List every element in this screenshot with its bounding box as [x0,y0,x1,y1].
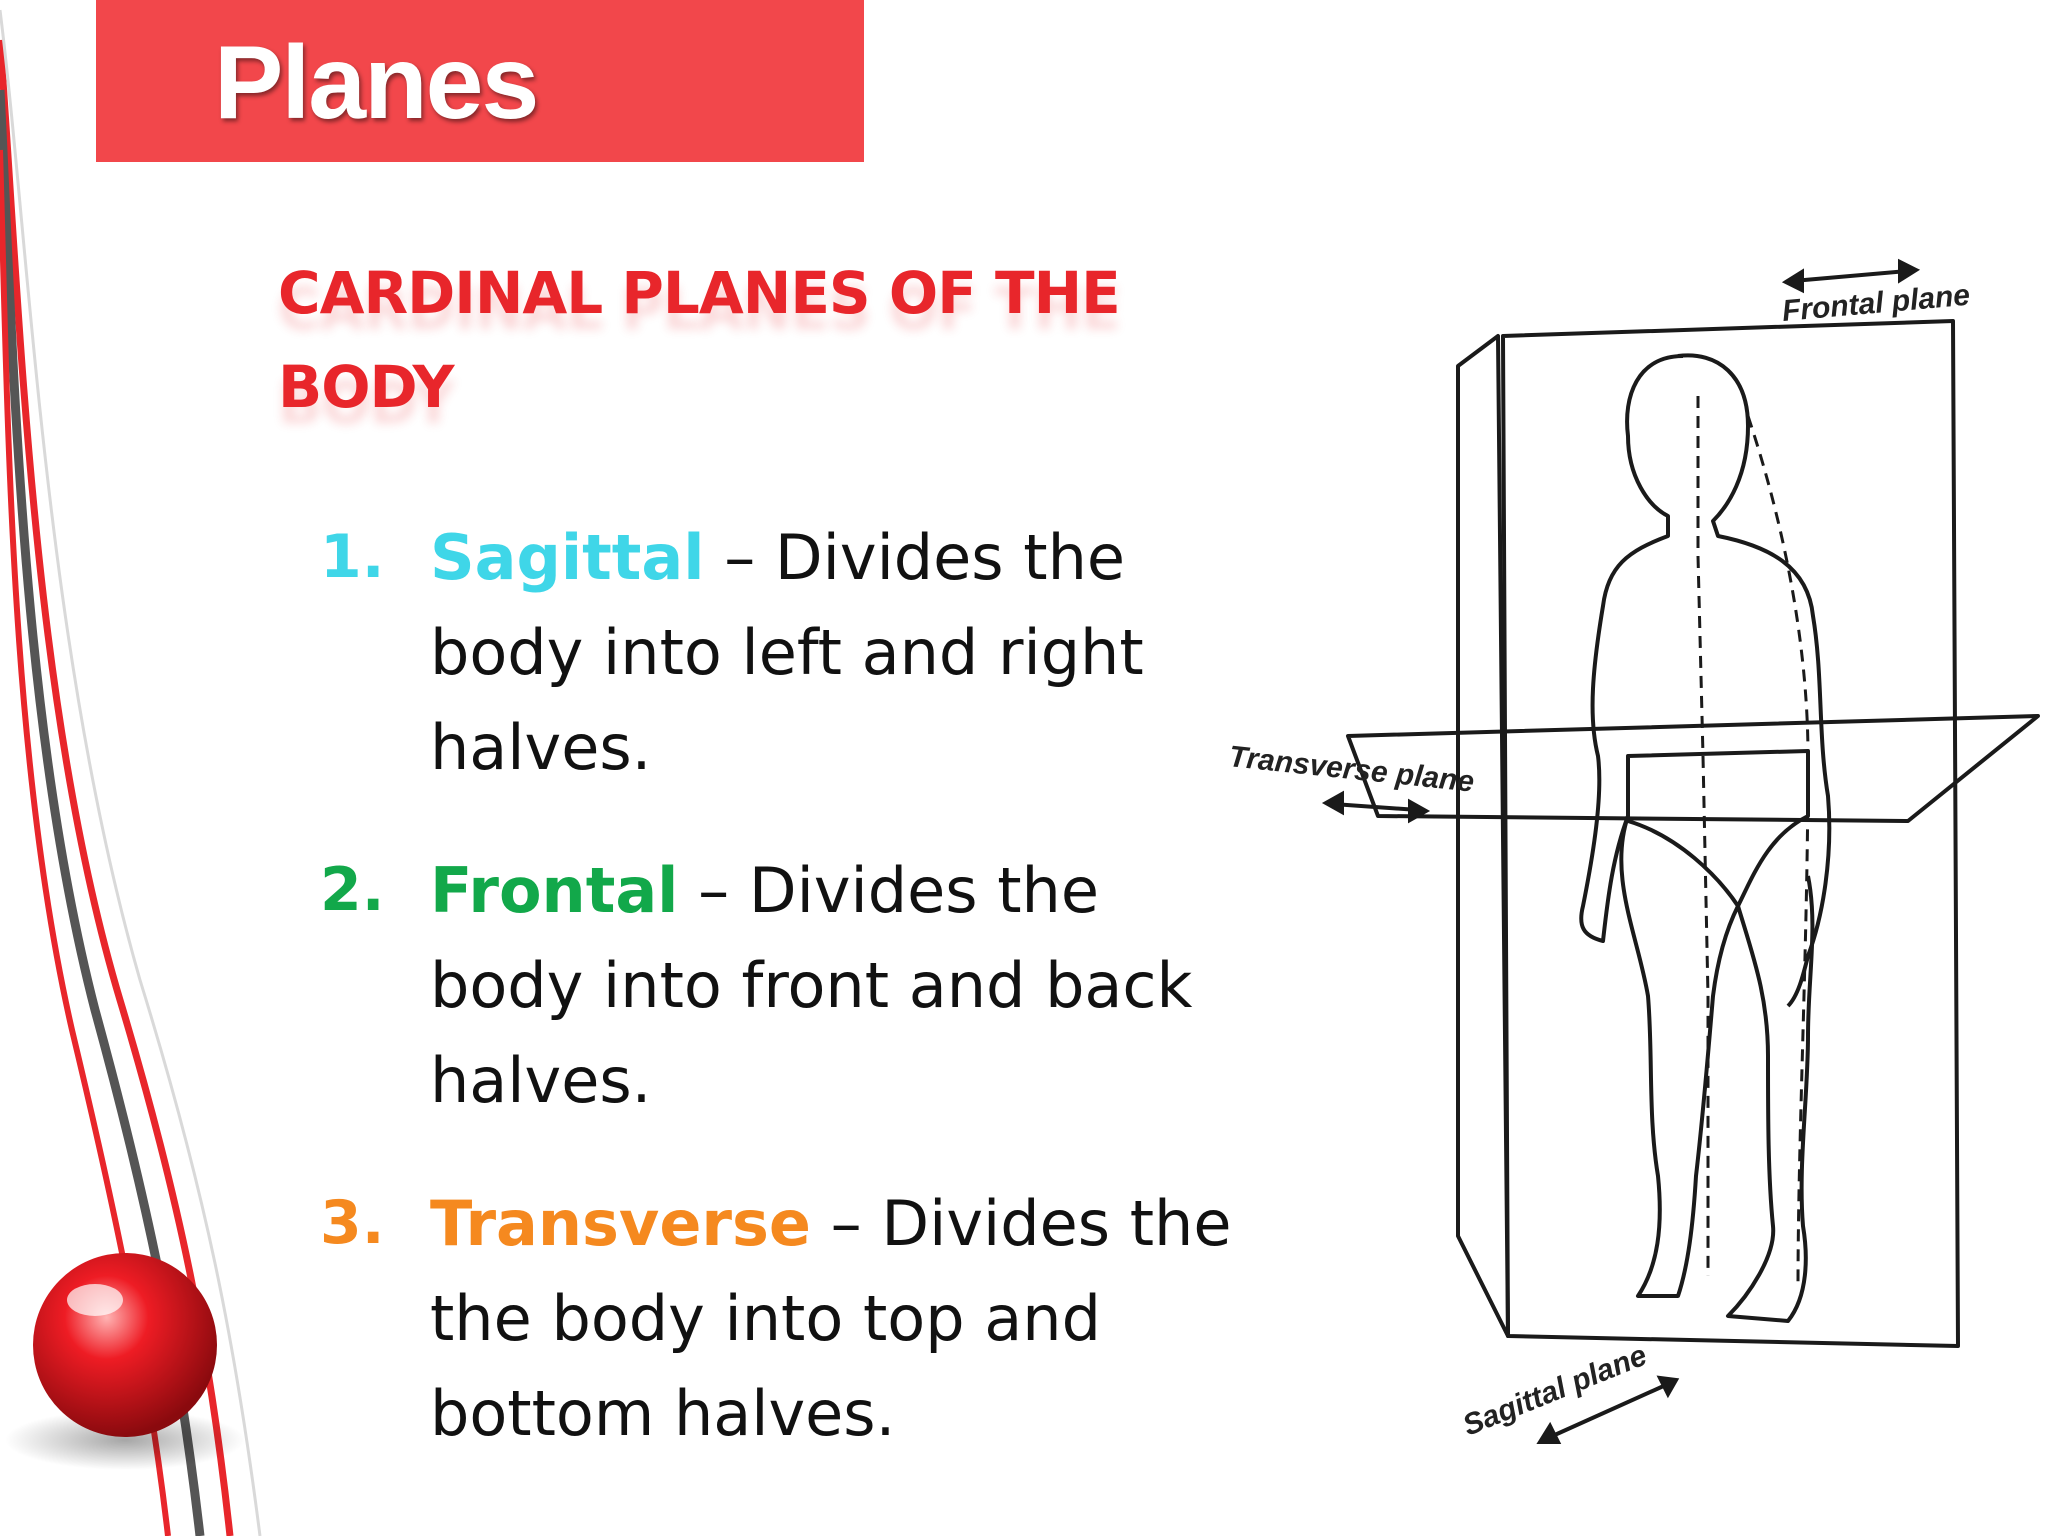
item-description: – Divides the the body into top and bott… [430,1187,1232,1450]
list-item-transverse: 3. Transverse – Divides the the body int… [320,1176,1260,1461]
sagittal-plane-label: Sagittal plane [1458,1339,1651,1443]
title-bar [96,0,864,162]
slide-subtitle: CARDINAL PLANES OF THE BODY [278,259,1121,421]
item-number: 1. [320,522,385,592]
body-planes-illustration: Frontal plane Transverse plane Sagittal … [1208,236,2048,1456]
decorative-swoosh [0,9,262,1536]
transverse-arrow-icon [1332,802,1419,812]
red-sphere-icon [33,1253,217,1437]
page-title: Planes [214,25,539,141]
item-number: 2. [320,855,385,925]
item-description: – Divides the body into left and right h… [430,521,1144,784]
item-description: – Divides the body into front and back h… [430,854,1193,1117]
item-term: Transverse [430,1187,811,1260]
body-planes-diagram: Frontal plane Transverse plane Sagittal … [1227,258,2040,1444]
transverse-plane-shape [1346,714,2040,823]
item-term: Frontal [430,854,679,927]
item-number: 3. [320,1188,385,1258]
list-item-sagittal: 1. Sagittal – Divides the body into left… [320,510,1260,795]
item-term: Sagittal [430,521,705,594]
sagittal-arrow-icon [1547,1382,1669,1440]
frontal-plane-shape [1501,319,1960,1348]
plane-list: 1. Sagittal – Divides the body into left… [320,510,1260,1509]
list-item-frontal: 2. Frontal – Divides the body into front… [320,843,1260,1128]
sagittal-plane-shape [1456,334,1510,1338]
frontal-arrow-icon [1792,269,1909,283]
